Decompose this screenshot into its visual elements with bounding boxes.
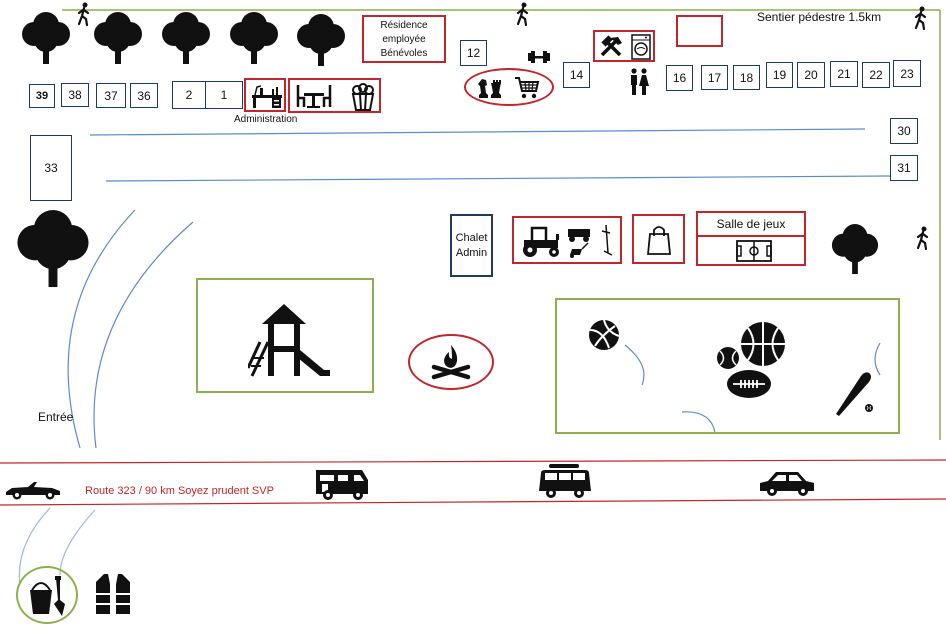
tree-icon (17, 210, 89, 288)
road-edge-bottom (0, 498, 946, 506)
convertible-car-icon (6, 482, 60, 500)
tree-icon (22, 12, 70, 64)
site-38[interactable]: 38 (61, 83, 89, 107)
administration-building[interactable] (244, 78, 286, 112)
couple-icon (631, 68, 649, 95)
site-39[interactable]: 39 (29, 84, 55, 108)
site-31[interactable]: 31 (890, 155, 918, 181)
site-22[interactable]: 22 (862, 62, 890, 88)
site-19[interactable]: 19 (766, 62, 793, 88)
beach-path (18, 507, 51, 586)
site-18[interactable]: 18 (733, 65, 760, 90)
entrance-label: Entrée (38, 410, 74, 424)
road-edge-top (0, 459, 946, 464)
popcorn-icon (351, 83, 375, 111)
snack-bar[interactable] (288, 78, 381, 113)
hiker-icon (516, 2, 529, 26)
staff-residence[interactable]: Résidence employée Bénévoles (362, 15, 446, 63)
hiker-icon (914, 6, 927, 30)
beach-area[interactable] (16, 566, 78, 624)
administration-label: Administration (234, 114, 298, 125)
volleyball-icon (589, 319, 620, 350)
life-jacket-icon (96, 574, 130, 614)
chalet-admin[interactable]: Chalet Admin (450, 214, 493, 277)
sports-field[interactable] (555, 298, 900, 434)
site-17[interactable]: 17 (701, 65, 728, 90)
site-20[interactable]: 20 (797, 62, 825, 88)
campfire-icon (431, 345, 471, 380)
residence-line2: employée (382, 34, 426, 45)
site-1[interactable]: 1 (205, 81, 243, 109)
tree-icon (831, 224, 879, 275)
shopping-bag-icon (647, 226, 671, 255)
tools-icon (600, 35, 622, 57)
site-30[interactable]: 30 (890, 118, 918, 144)
hiker-icon (916, 226, 929, 250)
playground-area[interactable] (196, 278, 374, 393)
playground-icon (248, 304, 330, 377)
tractor-icon (523, 226, 559, 257)
games-store-area[interactable] (464, 68, 554, 106)
site-21[interactable]: 21 (830, 61, 858, 87)
residence-line3: Bénévoles (380, 48, 428, 59)
entrance-path (67, 209, 136, 449)
tree-icon (297, 14, 345, 66)
chalet-admin-line2: Admin (455, 246, 488, 259)
soccer-field-icon (736, 240, 772, 262)
game-room-label: Salle de jeux (716, 217, 786, 231)
rv-icon (316, 470, 368, 500)
camp-store[interactable] (632, 214, 685, 264)
shopping-cart-icon (515, 77, 540, 99)
dining-table-icon (296, 85, 332, 108)
washing-machine-icon (631, 34, 651, 60)
road-label: Route 323 / 90 km Soyez prudent SVP (85, 485, 274, 497)
alley-line (89, 128, 866, 136)
site-23[interactable]: 23 (893, 60, 921, 87)
van-icon (539, 464, 591, 498)
dumbbell-icon (528, 51, 550, 63)
mower-icon (568, 224, 613, 258)
desk-icon (252, 85, 282, 108)
chess-icon (478, 79, 501, 98)
tree-icon (94, 12, 142, 64)
site-37[interactable]: 37 (96, 83, 126, 108)
baseball-bat-icon (836, 372, 873, 416)
sports-balls-icon (717, 322, 785, 398)
site-16[interactable]: 16 (666, 65, 693, 91)
site-2[interactable]: 2 (172, 81, 206, 109)
beach-path (59, 509, 96, 576)
maintenance-laundry[interactable] (593, 30, 655, 62)
alley-line (105, 175, 891, 182)
sand-bucket-icon (30, 576, 65, 616)
tree-icon (230, 12, 278, 64)
equipment-shed[interactable] (512, 216, 622, 264)
site-14[interactable]: 14 (563, 62, 590, 88)
entrance-path (93, 221, 194, 449)
site-12[interactable]: 12 (460, 40, 487, 66)
site-36[interactable]: 36 (130, 83, 158, 108)
tree-icon (162, 12, 210, 64)
site-33[interactable]: 33 (30, 135, 72, 201)
chalet-admin-line1: Chalet (455, 231, 488, 244)
game-room[interactable]: Salle de jeux (696, 211, 806, 266)
residence-line1: Résidence (380, 20, 428, 31)
hiker-icon (77, 2, 90, 26)
car-icon (760, 472, 814, 496)
empty-facility-box (676, 15, 723, 47)
footpath-label: Sentier pédestre 1.5km (757, 10, 882, 24)
campfire-area[interactable] (408, 334, 494, 390)
